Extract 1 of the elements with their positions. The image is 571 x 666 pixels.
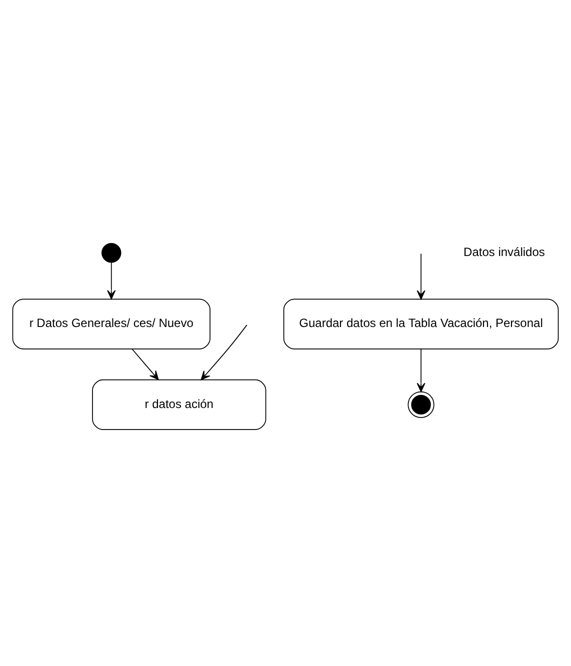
label: Datos inválidos bbox=[464, 244, 545, 259]
